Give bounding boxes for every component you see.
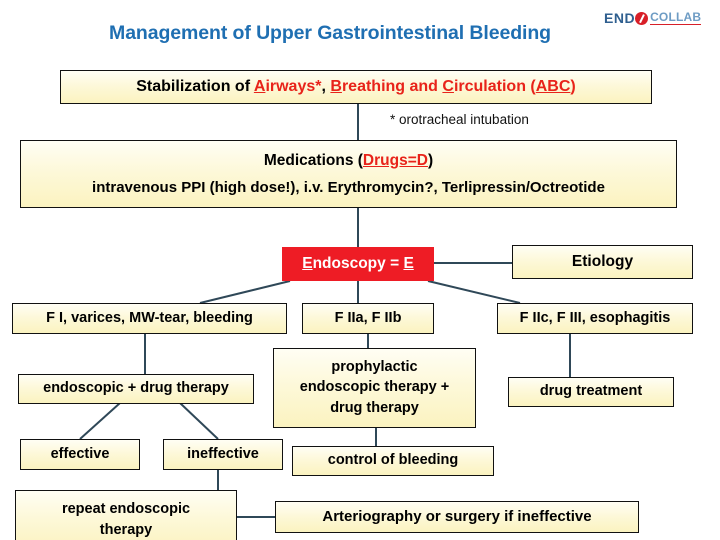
medications-prefix: Medications ( — [263, 151, 363, 169]
connector-endoscopy-forrest-left — [199, 280, 291, 304]
abc-c-rest: irculation ( — [453, 77, 536, 95]
medications-drugs-acronym: Drugs=D — [362, 151, 428, 169]
node-forrest-mid[interactable]: F IIa, F IIb — [302, 303, 434, 334]
abc-acronym: ABC — [535, 77, 571, 95]
node-endoscopy-text: Endoscopy = E — [302, 255, 414, 273]
abc-b-letter: B — [330, 77, 342, 95]
node-arteriography[interactable]: Arteriography or surgery if ineffective — [275, 501, 639, 533]
abc-a-rest: irways* — [265, 77, 322, 95]
node-forrest-left-label: F I, varices, MW-tear, bleeding — [46, 309, 253, 326]
node-effective[interactable]: effective — [20, 439, 140, 470]
logo-collab-text: COLLAB — [650, 10, 702, 25]
node-repeat-line1: repeat endoscopic — [61, 501, 191, 518]
abc-b-rest: reathing and — [341, 77, 443, 95]
node-forrest-left[interactable]: F I, varices, MW-tear, bleeding — [12, 303, 287, 334]
abc-c-letter: C — [442, 77, 454, 95]
node-prophylactic-line2: endoscopic therapy + — [299, 379, 450, 396]
node-control-of-bleeding-label: control of bleeding — [327, 452, 459, 469]
node-forrest-right-label: F IIc, F III, esophagitis — [519, 309, 671, 326]
connector-therapy-ineffective — [179, 402, 219, 440]
abc-prefix: Stabilization of — [136, 77, 254, 95]
node-ineffective[interactable]: ineffective — [163, 439, 283, 470]
connector-therapy-effective — [79, 402, 121, 440]
endoscopy-e-first: E — [302, 254, 313, 272]
endoscopy-e-second: E — [403, 254, 414, 272]
medications-suffix: ) — [427, 151, 434, 169]
footnote-orotracheal-intubation: * orotracheal intubation — [390, 112, 529, 127]
node-prophylactic-therapy[interactable]: prophylactic endoscopic therapy + drug t… — [273, 348, 476, 428]
node-medications[interactable]: Medications (Drugs=D) intravenous PPI (h… — [20, 140, 677, 208]
page-title: Management of Upper Gastrointestinal Ble… — [109, 22, 551, 44]
abc-suffix: ) — [570, 77, 576, 95]
node-drug-treatment[interactable]: drug treatment — [508, 377, 674, 407]
node-forrest-right[interactable]: F IIc, F III, esophagitis — [497, 303, 693, 334]
node-repeat-line2: therapy — [99, 521, 153, 538]
node-prophylactic-line1: prophylactic — [331, 359, 418, 376]
node-medications-line2: intravenous PPI (high dose!), i.v. Eryth… — [92, 178, 605, 196]
abc-sep: , — [321, 77, 331, 95]
endocollab-logo: END COLLAB — [604, 9, 716, 27]
node-drug-treatment-label: drug treatment — [539, 383, 643, 400]
node-forrest-mid-label: F IIa, F IIb — [334, 309, 402, 326]
logo-endo-text: END — [604, 10, 636, 26]
node-prophylactic-line3: drug therapy — [330, 399, 419, 416]
node-endoscopic-drug-therapy-label: endoscopic + drug therapy — [43, 380, 229, 397]
logo-o-circle-icon — [635, 11, 649, 25]
node-control-of-bleeding[interactable]: control of bleeding — [292, 446, 494, 476]
node-endoscopy[interactable]: Endoscopy = E — [282, 247, 434, 281]
node-medications-line1: Medications (Drugs=D) — [264, 152, 433, 170]
endoscopy-mid: ndoscopy = — [312, 254, 404, 272]
connector-endoscopy-forrest-right — [427, 280, 521, 304]
node-stabilization-abc[interactable]: Stabilization of Airways*, Breathing and… — [60, 70, 652, 104]
node-stabilization-abc-text: Stabilization of Airways*, Breathing and… — [136, 78, 575, 97]
node-endoscopic-drug-therapy[interactable]: endoscopic + drug therapy — [18, 374, 254, 404]
node-repeat-endoscopic-therapy[interactable]: repeat endoscopic therapy — [15, 490, 237, 540]
node-arteriography-label: Arteriography or surgery if ineffective — [322, 508, 592, 526]
node-etiology-label: Etiology — [571, 252, 634, 270]
node-etiology[interactable]: Etiology — [512, 245, 693, 279]
node-ineffective-label: ineffective — [187, 445, 259, 462]
node-effective-label: effective — [50, 445, 110, 462]
abc-a-letter: A — [253, 77, 266, 95]
